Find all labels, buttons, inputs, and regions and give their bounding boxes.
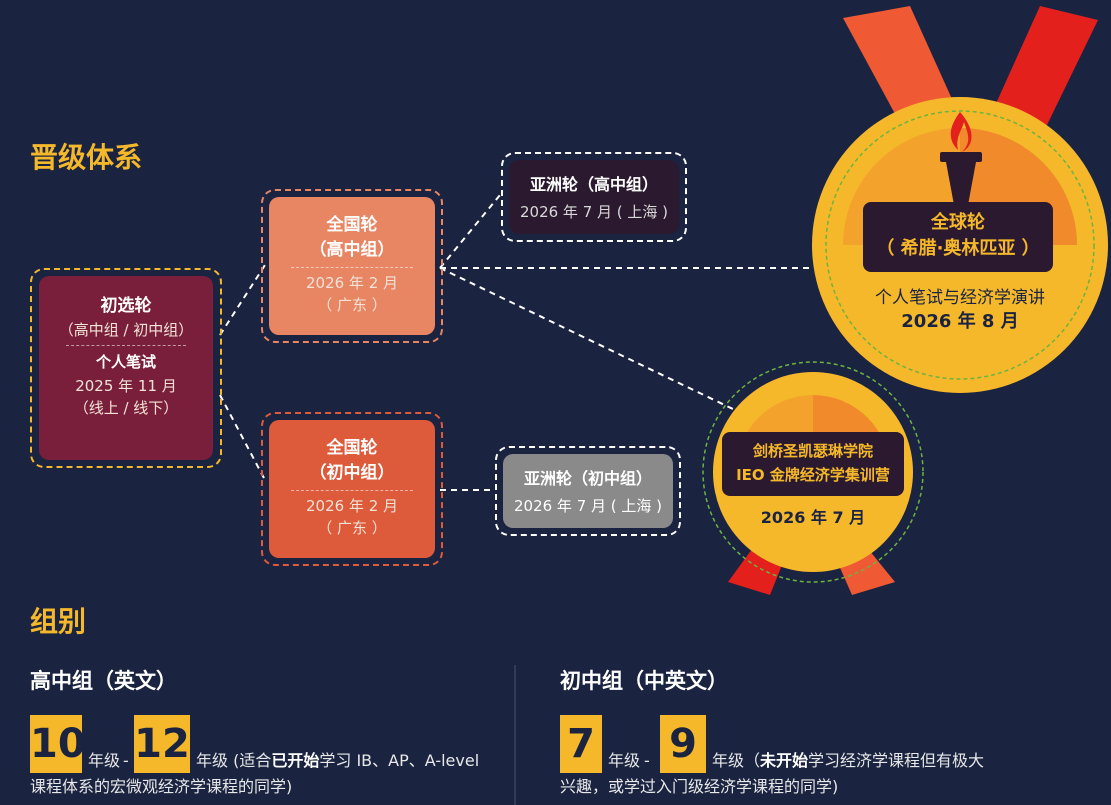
global-location: （ 希腊·奥林匹亚 ） [876, 238, 1040, 259]
national-middle-date: 2026 年 2 月 [305, 497, 399, 515]
national-middle-box: 全国轮 （初中组） 2026 年 2 月 （ 广东 ） [269, 420, 435, 558]
torch-icon [940, 112, 982, 205]
asia-high-frame [501, 152, 687, 242]
preliminary-groups: （高中组 / 初中组） [58, 321, 194, 339]
high-grade-unit: 年级 [88, 751, 121, 770]
high-grade-description-line2: 课程体系的宏微观经济学课程的同学) [30, 777, 293, 796]
asia-high-date: 2026 年 7 月 ( 上海 ) [519, 203, 669, 221]
camp-title: 剑桥圣凯瑟琳学院 [752, 442, 873, 460]
preliminary-format: 个人笔试 [95, 353, 156, 371]
camp-date: 2026 年 7 月 [760, 508, 866, 527]
asia-middle-frame [495, 446, 681, 536]
preliminary-date: 2025 年 11 月 [75, 377, 177, 395]
preliminary-title: 初选轮 [100, 296, 152, 316]
global-format: 个人笔试与经济学演讲 [875, 288, 1045, 308]
middle-grade-description-line2: 兴趣，或学过入门级经济学课程的同学) [560, 777, 839, 796]
asia-middle-date: 2026 年 7 月 ( 上海 ) [513, 497, 663, 515]
preliminary-frame [30, 268, 222, 468]
preliminary-mode: （线上 / 线下） [73, 399, 179, 417]
asia-middle-box: 亚洲轮（初中组） 2026 年 7 月 ( 上海 ) [503, 454, 673, 528]
divider [291, 267, 413, 268]
middle-grade-unit: 年级 [608, 751, 641, 770]
national-middle-group: （初中组） [309, 463, 395, 483]
high-group-heading: 高中组（英文） [30, 669, 177, 693]
high-grade-to: 12 [134, 715, 190, 773]
line-national-high-to-camp [439, 267, 736, 411]
asia-high-box: 亚洲轮（高中组） 2026 年 7 月 ( 上海 ) [509, 160, 679, 234]
groups-title: 组别 [30, 605, 87, 638]
national-high-location: （ 广东 ） [317, 296, 387, 314]
line-national-high-to-asia-high [439, 194, 501, 269]
asia-high-title: 亚洲轮（高中组） [529, 175, 658, 194]
national-high-date: 2026 年 2 月 [305, 274, 399, 292]
divider [291, 490, 413, 491]
national-high-box: 全国轮 （高中组） 2026 年 2 月 （ 广东 ） [269, 197, 435, 335]
asia-middle-title: 亚洲轮（初中组） [523, 469, 652, 488]
national-middle-location: （ 广东 ） [317, 519, 387, 537]
high-grade-from: 10 [30, 715, 86, 773]
line-prelim-to-national-middle [219, 394, 266, 481]
national-high-group: （高中组） [309, 240, 395, 260]
middle-grade-dash: - [644, 751, 650, 770]
middle-grade-to: 9 [660, 715, 706, 773]
global-title: 全球轮 [931, 212, 985, 233]
promotion-system-title: 晋级体系 [30, 141, 143, 174]
middle-group-heading: 初中组（中英文） [560, 669, 728, 693]
camp-subtitle: IEO 金牌经济学集训营 [736, 466, 890, 484]
national-high-title: 全国轮 [326, 215, 378, 235]
middle-grade-description: 年级（未开始学习经济学课程但有极大 [712, 751, 985, 770]
national-middle-frame [261, 412, 443, 566]
middle-grade-from: 7 [560, 715, 602, 773]
global-date: 2026 年 8 月 [901, 311, 1019, 332]
divider [66, 345, 186, 346]
global-round-label: 全球轮 （ 希腊·奥林匹亚 ） [863, 202, 1053, 272]
line-prelim-to-national-high [219, 264, 266, 336]
preliminary-round-box: 初选轮 （高中组 / 初中组） 个人笔试 2025 年 11 月 （线上 / 线… [39, 276, 213, 460]
national-high-frame [261, 189, 443, 343]
high-grade-description: 年级 (适合已开始学习 IB、AP、A-level [196, 751, 480, 770]
high-grade-dash: - [123, 751, 129, 770]
camp-label: 剑桥圣凯瑟琳学院 IEO 金牌经济学集训营 [722, 432, 904, 496]
national-middle-title: 全国轮 [326, 438, 378, 458]
